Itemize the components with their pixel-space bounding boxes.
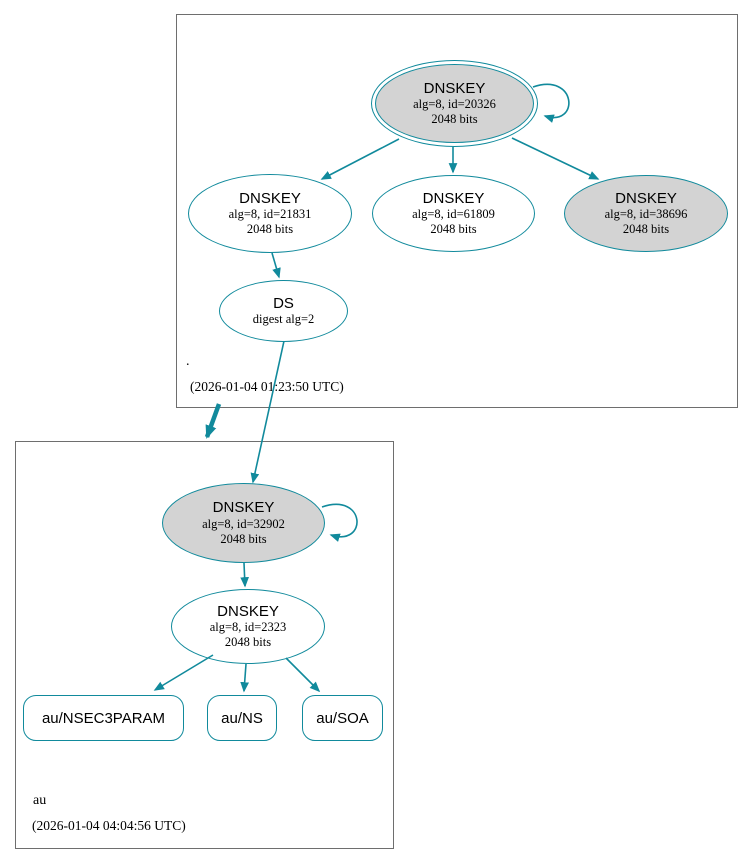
rrset-label: au/NS xyxy=(221,709,263,727)
dnskey-detail: alg=8, id=2323 xyxy=(209,620,287,635)
dnskey-node-32902: DNSKEY alg=8, id=32902 2048 bits xyxy=(162,483,325,563)
dnskey-node-38696: DNSKEY alg=8, id=38696 2048 bits xyxy=(564,175,728,252)
ds-detail: digest alg=2 xyxy=(252,312,315,327)
dnskey-bits: 2048 bits xyxy=(224,635,272,650)
dnskey-bits: 2048 bits xyxy=(246,222,294,237)
rrset-label: au/SOA xyxy=(316,709,369,727)
dnskey-title: DNSKEY xyxy=(423,79,486,97)
rrset-soa: au/SOA xyxy=(302,695,383,741)
dnskey-node-21831: DNSKEY alg=8, id=21831 2048 bits xyxy=(188,174,352,253)
zone-name-root: . xyxy=(186,354,190,369)
rrset-nsec3param: au/NSEC3PARAM xyxy=(23,695,184,741)
dnskey-title: DNSKEY xyxy=(217,602,279,620)
rrset-ns: au/NS xyxy=(207,695,277,741)
dnskey-title: DNSKEY xyxy=(212,499,275,517)
dnskey-title: DNSKEY xyxy=(239,189,301,207)
zone-name-au: au xyxy=(33,793,47,808)
dnskey-title: DNSKEY xyxy=(615,189,677,207)
dnskey-detail: alg=8, id=32902 xyxy=(202,516,285,531)
zone-timestamp-au: (2026-01-04 04:04:56 UTC) xyxy=(32,818,186,833)
rrset-label: au/NSEC3PARAM xyxy=(41,709,166,727)
dnskey-bits: 2048 bits xyxy=(622,222,670,237)
dnskey-node-61809: DNSKEY alg=8, id=61809 2048 bits xyxy=(372,175,535,252)
dnskey-node-2323: DNSKEY alg=8, id=2323 2048 bits xyxy=(171,589,325,664)
dnskey-detail: alg=8, id=38696 xyxy=(604,207,688,222)
dnskey-bits: 2048 bits xyxy=(431,112,478,127)
dnskey-bits: 2048 bits xyxy=(430,222,477,237)
dnskey-detail: alg=8, id=21831 xyxy=(228,207,312,222)
ds-title: DS xyxy=(273,294,294,312)
dnskey-title: DNSKEY xyxy=(422,189,485,207)
ds-node: DS digest alg=2 xyxy=(219,280,348,342)
dnskey-node-20326: DNSKEY alg=8, id=20326 2048 bits xyxy=(371,60,538,147)
dnskey-detail: alg=8, id=20326 xyxy=(413,97,496,112)
dnskey-detail: alg=8, id=61809 xyxy=(412,207,495,222)
dnskey-bits: 2048 bits xyxy=(220,531,267,546)
zone-timestamp-root: (2026-01-04 01:23:50 UTC) xyxy=(190,379,344,394)
edge-delegation-root-to-au xyxy=(204,403,222,439)
